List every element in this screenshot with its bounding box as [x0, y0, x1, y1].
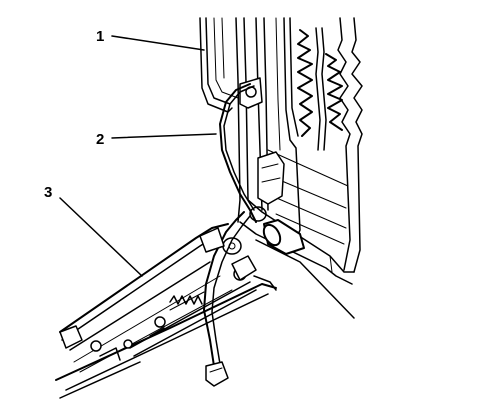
- seat-cushion-frame: [55, 223, 277, 399]
- recliner-bracket: [222, 77, 305, 255]
- callout-1-label: 1: [96, 28, 104, 45]
- callout-3-leader: [59, 197, 143, 277]
- callout-leaders: [59, 35, 217, 277]
- callout-2-label: 2: [96, 131, 104, 148]
- wiring-harness: [203, 83, 257, 387]
- seat-back-frame: [199, 17, 363, 319]
- callout-1-leader: [111, 35, 205, 51]
- callout-3-label: 3: [44, 184, 52, 201]
- callout-2-leader: [111, 133, 217, 139]
